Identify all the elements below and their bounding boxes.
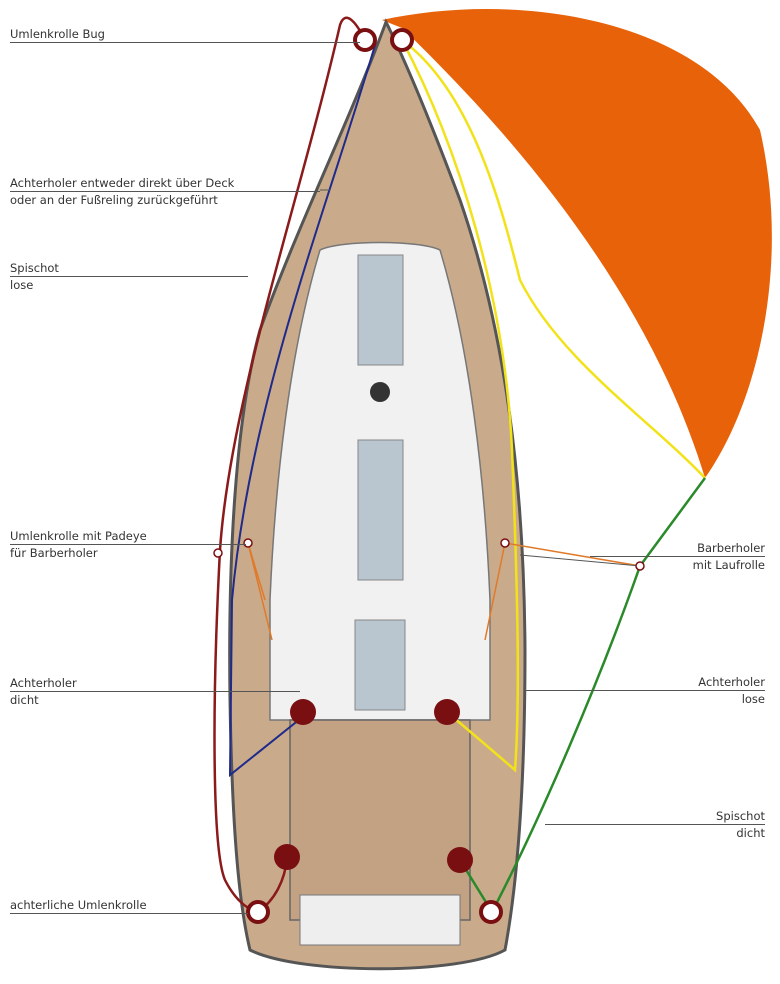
runner-block-icon: [635, 561, 645, 571]
barberholer-left-line: [247, 542, 273, 641]
winch-icon: [290, 699, 316, 725]
label-spischot-dicht: Spischot dicht: [545, 808, 765, 841]
label-umlenkrolle-padeye: Umlenkrolle mit Padeye für Barberholer: [10, 528, 246, 561]
achterholer-block-icon: [213, 548, 223, 558]
label-achterholer-dicht: Achterholer dicht: [10, 675, 300, 708]
bow-block-right-icon: [390, 28, 414, 52]
label-spischot-lose: Spischot lose: [10, 260, 248, 293]
winch-icon: [434, 699, 460, 725]
barberholer-right-line: [484, 542, 641, 641]
label-barberholer: Barberholer mit Laufrolle: [590, 540, 765, 573]
spischot-dicht-green-line: [458, 477, 707, 915]
winches: [274, 699, 473, 873]
stern-block-right-icon: [479, 900, 503, 924]
hatch-front: [357, 254, 404, 366]
label-achterholer-lose: Achterholer lose: [525, 674, 765, 707]
achterholer-lose-yellow-line: [400, 39, 520, 773]
achterholer-blue-line: [228, 44, 376, 778]
winch-icon: [447, 847, 473, 873]
spischot-lose-yellow-line: [401, 38, 706, 479]
pulley-blocks: [246, 28, 503, 924]
mast: [370, 382, 390, 402]
cockpit: [289, 719, 471, 921]
bow-block-left-icon: [353, 28, 377, 52]
label-achterliche-umlenkrolle: achterliche Umlenkrolle: [10, 897, 248, 914]
winch-icon: [274, 844, 300, 870]
stern-deck: [299, 894, 461, 946]
padeye-block-right-icon: [500, 538, 510, 548]
label-umlenkrolle-bug: Umlenkrolle Bug: [10, 26, 360, 43]
spinnaker-sail: [382, 9, 772, 478]
padeye-block-icon: [243, 538, 253, 548]
companionway: [354, 619, 406, 711]
small-blocks: [213, 538, 645, 571]
label-achterholer-info: Achterholer entweder direkt über Deck od…: [10, 175, 320, 208]
hatch-mid: [357, 439, 404, 581]
stern-block-left-icon: [246, 900, 270, 924]
